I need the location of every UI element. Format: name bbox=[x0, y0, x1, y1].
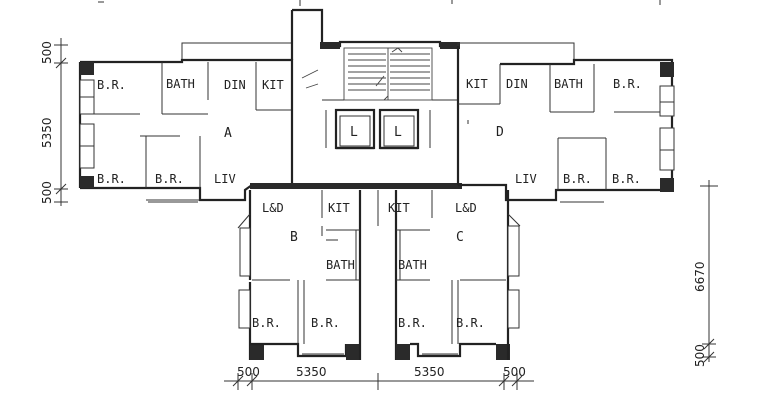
d-unit-label: D bbox=[496, 125, 504, 140]
dim-right-bottom: 500 bbox=[693, 344, 707, 367]
top-crop-fragments bbox=[98, 0, 661, 6]
dim-right-middle: 6670 bbox=[693, 261, 707, 292]
a-room-kit: KIT bbox=[262, 78, 284, 92]
dim-bottom-left-end: 500 bbox=[237, 365, 260, 379]
c-room-bath: BATH bbox=[398, 258, 427, 272]
d-room-br-bottom-mid: B.R. bbox=[563, 172, 592, 186]
right-dimension-line: 6670 500 bbox=[693, 180, 718, 367]
d-room-bath: BATH bbox=[554, 77, 583, 91]
c-room-kit: KIT bbox=[388, 201, 410, 215]
a-room-br-bottom-mid: B.R. bbox=[155, 172, 184, 186]
dim-left-top: 500 bbox=[40, 41, 54, 64]
unit-a: B.R. BATH DIN KIT A B.R. B.R. LIV bbox=[78, 42, 300, 203]
dim-bottom-right-mid: 5350 bbox=[414, 365, 445, 379]
b-room-kit: KIT bbox=[328, 201, 350, 215]
b-room-bath: BATH bbox=[326, 258, 355, 272]
d-room-liv: LIV bbox=[515, 172, 537, 186]
unit-d: KIT DIN BATH B.R. D LIV B.R. B.R. bbox=[456, 42, 675, 203]
d-room-br-top-right: B.R. bbox=[613, 77, 642, 91]
a-room-din: DIN bbox=[224, 78, 246, 92]
a-room-bath: BATH bbox=[166, 77, 195, 91]
c-room-br-left: B.R. bbox=[398, 316, 427, 330]
core: L L bbox=[290, 8, 462, 189]
unit-c: KIT L&D C BATH B.R. B.R. bbox=[377, 190, 521, 360]
a-room-liv: LIV bbox=[214, 172, 236, 186]
lift-right-label: L bbox=[394, 125, 402, 140]
a-unit-label: A bbox=[224, 126, 232, 141]
b-unit-label: B bbox=[290, 230, 298, 245]
left-dimension-line: 500 5350 500 bbox=[40, 38, 68, 206]
c-unit-label: C bbox=[456, 230, 464, 245]
a-room-br-bottom-left: B.R. bbox=[97, 172, 126, 186]
dim-left-bottom: 500 bbox=[40, 181, 54, 204]
d-room-din: DIN bbox=[506, 77, 528, 91]
b-room-ld: L&D bbox=[262, 201, 284, 215]
dim-left-middle: 5350 bbox=[40, 117, 54, 148]
lift-left-label: L bbox=[350, 125, 358, 140]
c-room-br-right: B.R. bbox=[456, 316, 485, 330]
dim-bottom-left-mid: 5350 bbox=[296, 365, 327, 379]
c-room-ld: L&D bbox=[455, 201, 477, 215]
a-room-br-top-left: B.R. bbox=[97, 78, 126, 92]
d-room-kit: KIT bbox=[466, 77, 488, 91]
b-room-br-right: B.R. bbox=[311, 316, 340, 330]
dim-bottom-right-end: 500 bbox=[503, 365, 526, 379]
b-room-br-left: B.R. bbox=[252, 316, 281, 330]
unit-b: L&D KIT B BATH B.R. B.R. bbox=[237, 190, 362, 360]
bottom-dimension-line: 500 5350 5350 500 bbox=[224, 365, 534, 390]
d-room-br-bottom-right: B.R. bbox=[612, 172, 641, 186]
